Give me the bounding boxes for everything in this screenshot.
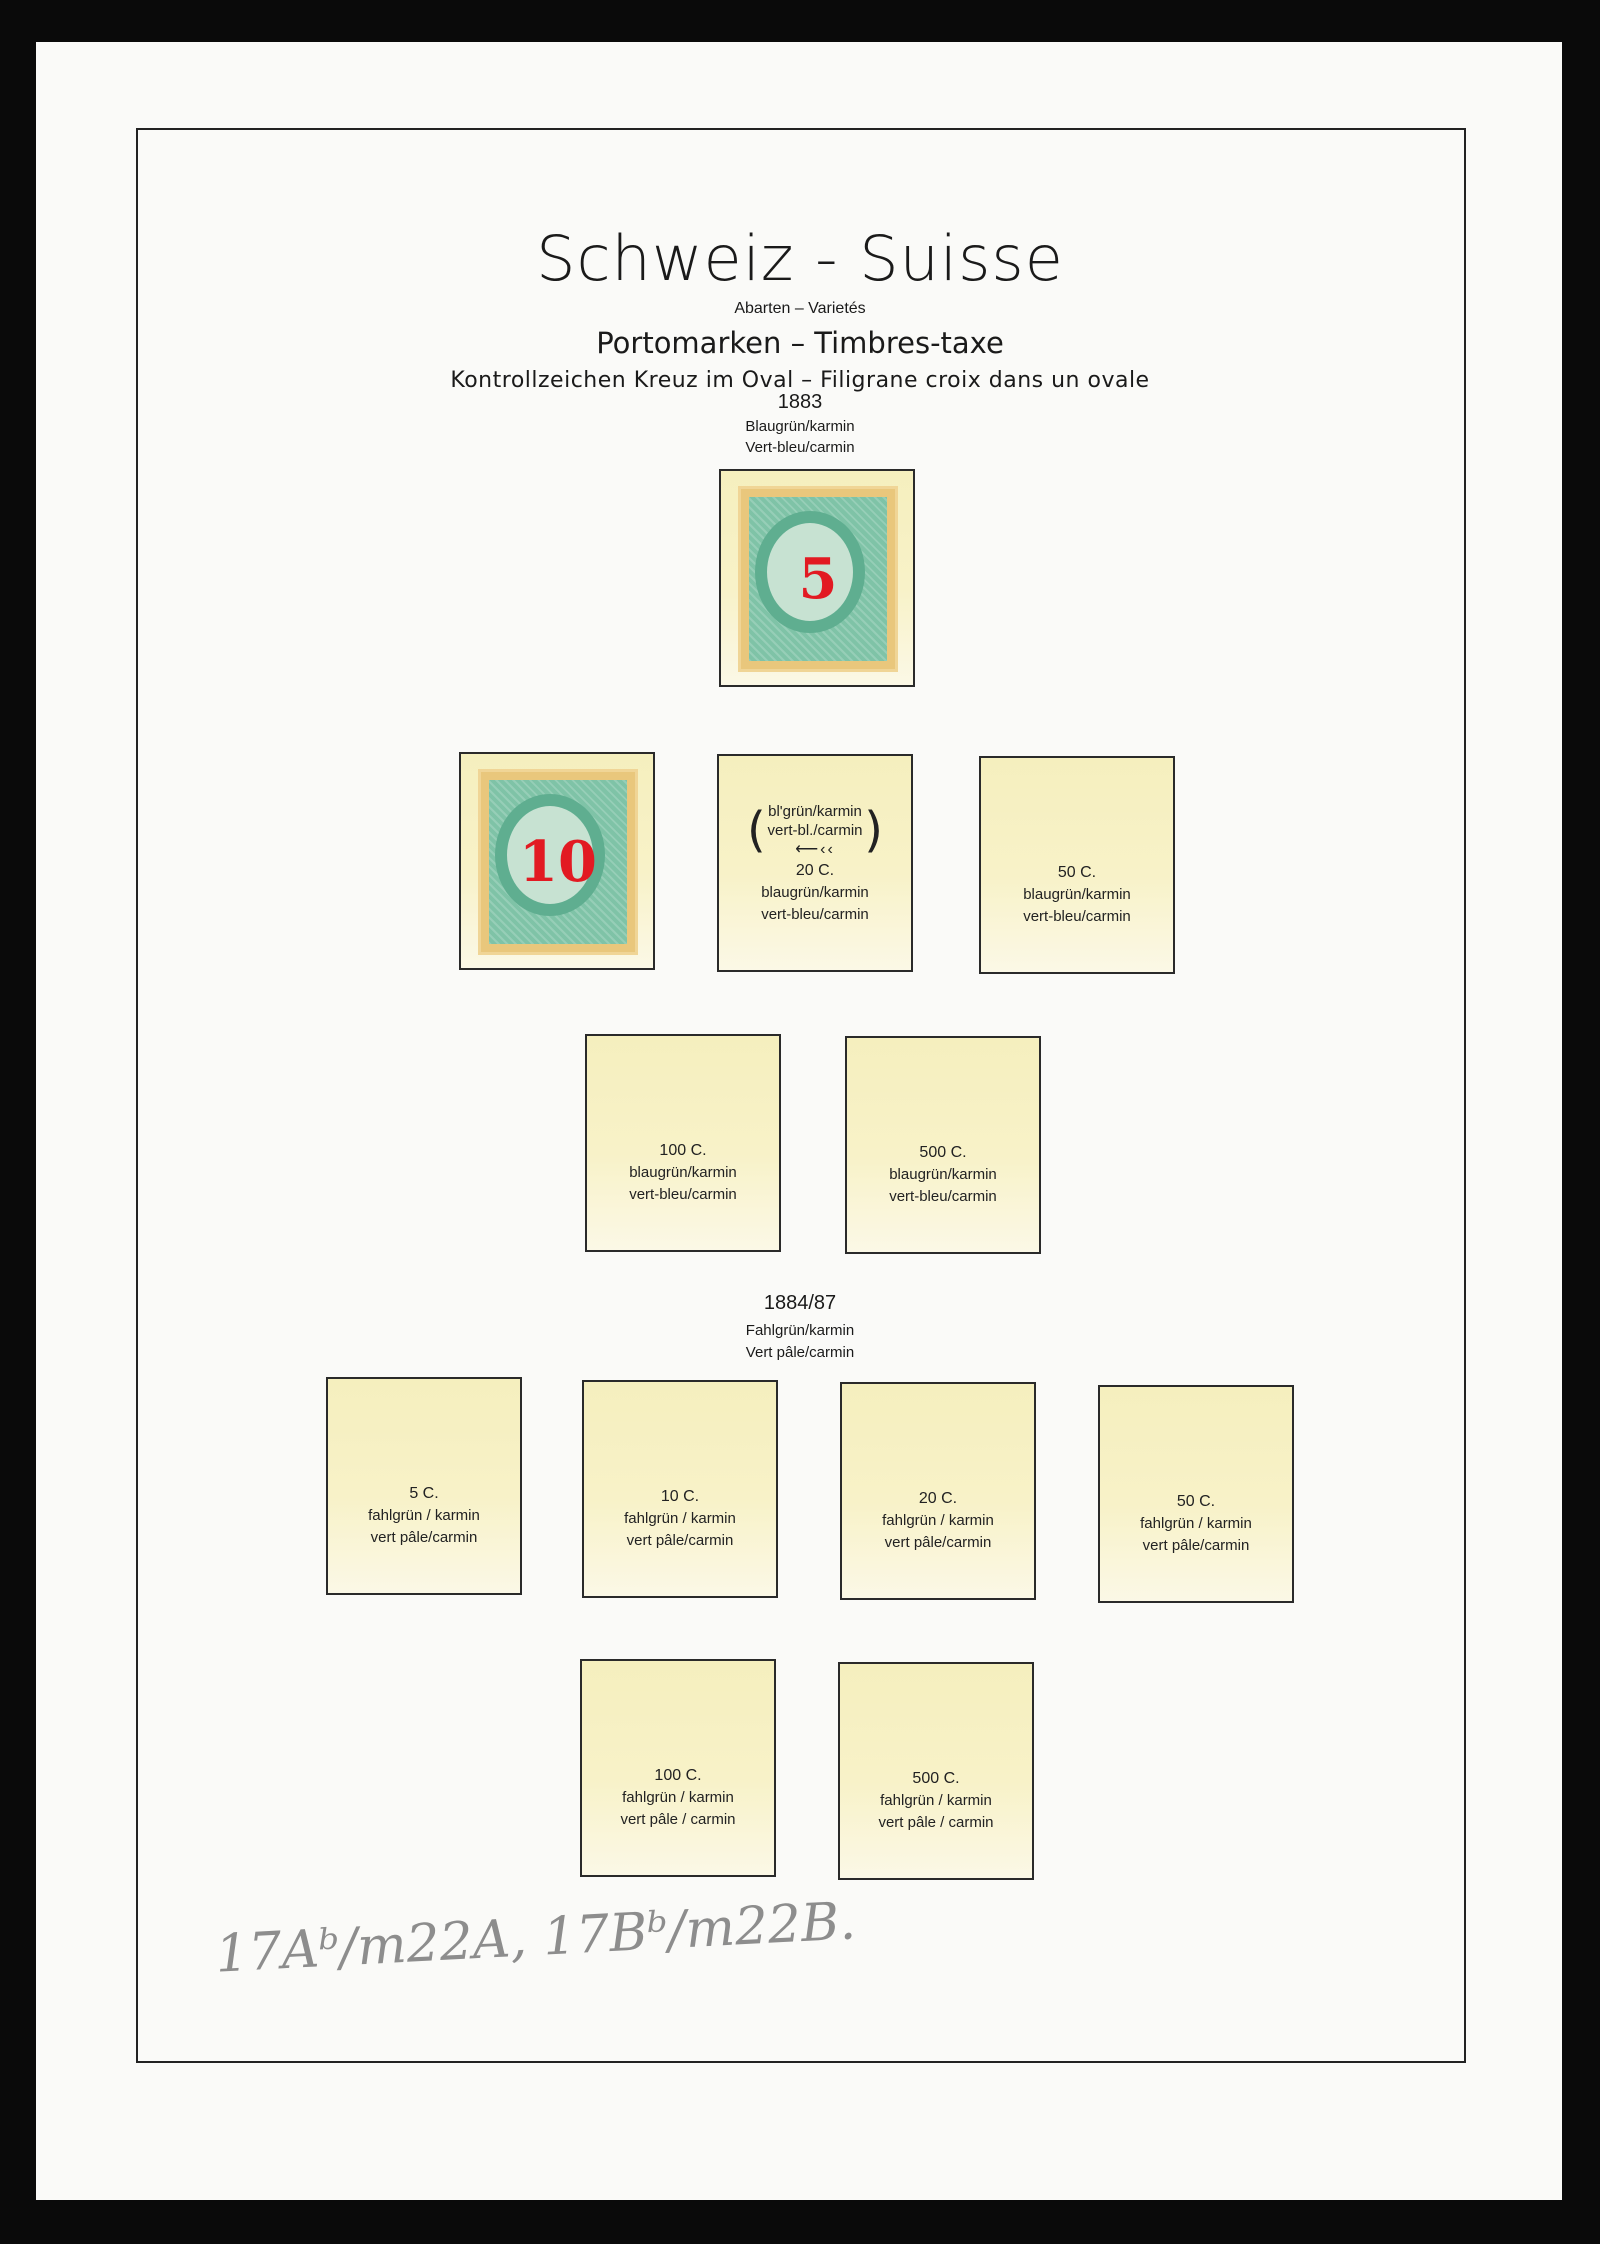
subtitle-postage-due: Portomarken – Timbres-taxe [596,326,1004,360]
empty-mount-500c-1884: 500 C. fahlgrün / karmin vert pâle / car… [838,1662,1034,1880]
stamp-numeral: 10 [519,829,597,895]
empty-mount-50c: 50 C. blaugrün/karmin vert-bleu/carmin [979,756,1175,974]
section-year-1884-87: 1884/87 [763,1292,837,1314]
empty-mount-100c: 100 C. blaugrün/karmin vert-bleu/carmin [585,1034,781,1252]
section-year-1883: 1883 [777,391,823,413]
page-frame [136,128,1466,2063]
empty-mount-500c: 500 C. blaugrün/karmin vert-bleu/carmin [845,1036,1041,1254]
stamp-mount-10c: 10 [459,752,655,970]
empty-mount-20c: () bl'grün/karmin vert-bl./carmin ⟵‹‹ 20… [717,754,913,972]
section-color-de: Blaugrün/karmin [745,418,855,435]
page-title: Schweiz - Suisse [536,222,1064,295]
mount-label: 5 C. fahlgrün / karmin vert pâle/carmin [368,1485,480,1546]
mount-label: 100 C. blaugrün/karmin vert-bleu/carmin [629,1142,737,1203]
subtitle-varieties: Abarten – Varietés [734,300,866,317]
mount-label: 50 C. fahlgrün / karmin vert pâle/carmin [1140,1493,1252,1554]
section-color-de: Fahlgrün/karmin [745,1322,855,1339]
mount-label: 10 C. fahlgrün / karmin vert pâle/carmin [624,1488,736,1549]
album-sheet [36,42,1562,2200]
mount-label: 500 C. blaugrün/karmin vert-bleu/carmin [889,1144,997,1205]
empty-mount-20c-1884: 20 C. fahlgrün / karmin vert pâle/carmin [840,1382,1036,1600]
stamp-5c: 5 [741,489,895,669]
arrow-icon: ⟵‹‹ [795,841,835,858]
mount-label: 100 C. fahlgrün / karmin vert pâle / car… [620,1767,736,1828]
empty-mount-100c-1884: 100 C. fahlgrün / karmin vert pâle / car… [580,1659,776,1877]
mount-label: 50 C. blaugrün/karmin vert-bleu/carmin [1023,864,1131,925]
mount-label: 500 C. fahlgrün / karmin vert pâle / car… [878,1770,994,1831]
stamp-numeral: 5 [798,546,838,612]
empty-mount-50c-1884: 50 C. fahlgrün / karmin vert pâle/carmin [1098,1385,1294,1603]
stamp-10c: 10 [481,772,635,952]
section-color-fr: Vert pâle/carmin [745,1344,855,1361]
stamp-mount-5c: 5 [719,469,915,687]
mount-label: 20 C. blaugrün/karmin vert-bleu/carmin [761,862,869,923]
watermark-note: () bl'grün/karmin vert-bl./carmin ⟵‹‹ [719,802,911,859]
empty-mount-10c-1884: 10 C. fahlgrün / karmin vert pâle/carmin [582,1380,778,1598]
empty-mount-5c-1884: 5 C. fahlgrün / karmin vert pâle/carmin [326,1377,522,1595]
section-color-fr: Vert-bleu/carmin [745,439,855,456]
mount-label: 20 C. fahlgrün / karmin vert pâle/carmin [882,1490,994,1551]
subtitle-watermark: Kontrollzeichen Kreuz im Oval – Filigran… [450,368,1150,393]
